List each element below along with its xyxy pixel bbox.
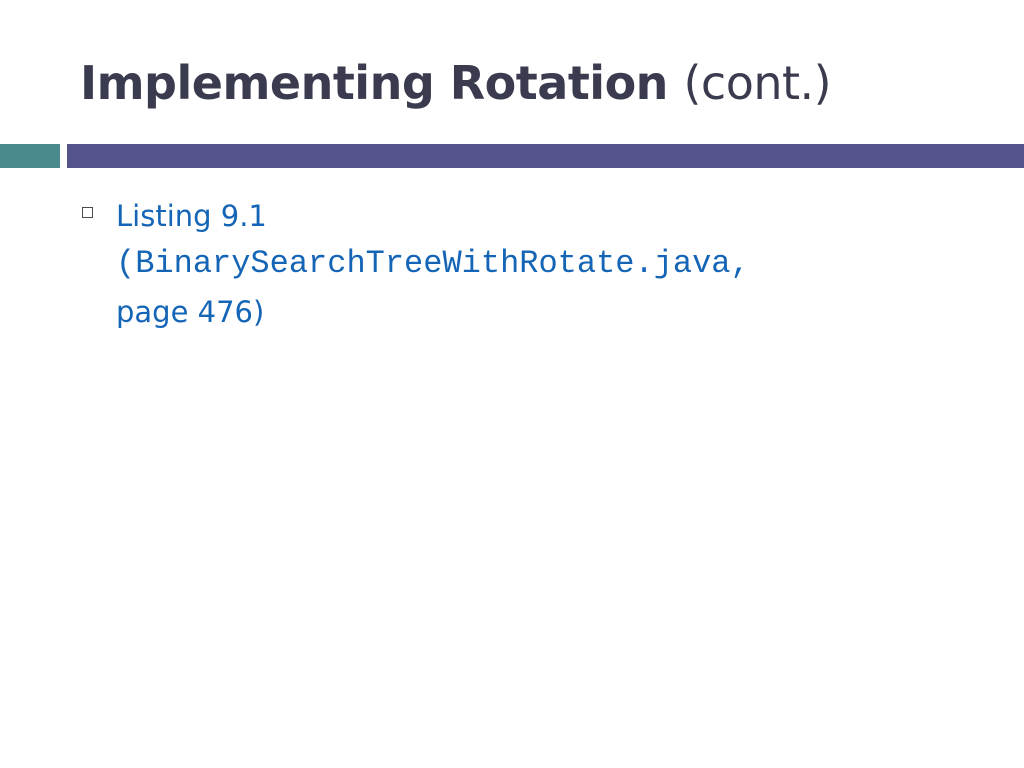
title-accent-bar-purple — [67, 144, 1024, 168]
bullet-line-listing: Listing 9.1 — [116, 199, 267, 233]
title-main: Implementing Rotation — [80, 56, 668, 110]
bullet-line-page: page 476) — [116, 295, 265, 329]
bullet-item: Listing 9.1 (BinarySearchTreeWithRotate.… — [82, 192, 962, 336]
bullet-text: Listing 9.1 (BinarySearchTreeWithRotate.… — [116, 192, 962, 336]
slide-title: Implementing Rotation (cont.) — [80, 48, 832, 118]
bullet-line-code-filename: (BinarySearchTreeWithRotate.java, — [116, 245, 750, 282]
title-accent-bar-teal — [0, 144, 60, 168]
slide-body: Listing 9.1 (BinarySearchTreeWithRotate.… — [82, 192, 962, 336]
square-bullet-icon — [82, 207, 93, 218]
title-suffix: (cont.) — [683, 56, 832, 110]
